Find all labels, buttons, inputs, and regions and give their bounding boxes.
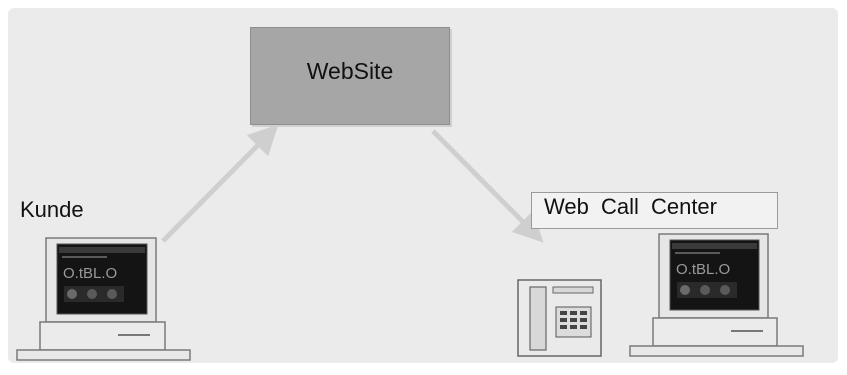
- arrow-kunde-to-website: [161, 124, 279, 243]
- customer-label: Kunde: [20, 197, 84, 222]
- website-node: WebSite: [250, 27, 450, 125]
- website-label: WebSite: [306, 57, 394, 84]
- svg-text:O.tBL.O: O.tBL.O: [63, 265, 117, 282]
- arrow-website-to-callcenter: [431, 129, 544, 243]
- call-center-node: Web Call Center: [531, 192, 778, 229]
- call-center-label: Web Call Center: [544, 194, 717, 219]
- svg-text:O.tBL.O: O.tBL.O: [676, 261, 730, 278]
